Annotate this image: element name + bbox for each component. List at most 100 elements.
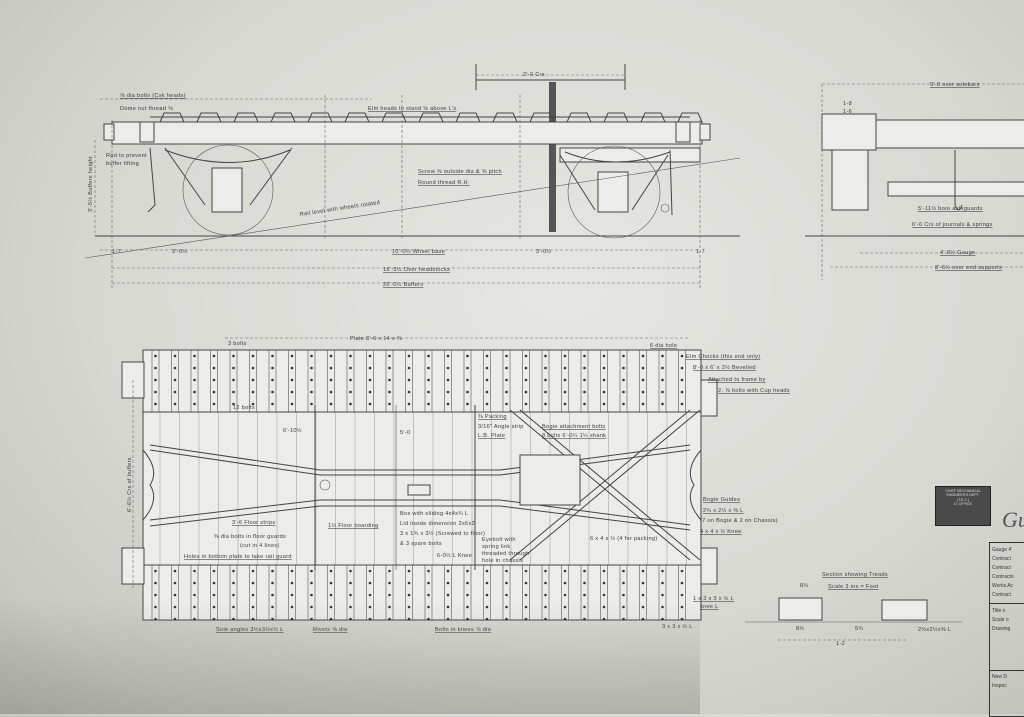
diagonal-brace [149, 444, 691, 476]
tb-gauge: Gauge 4' [992, 547, 1013, 553]
rivet [641, 354, 645, 358]
rivet [193, 569, 196, 573]
rivet [583, 617, 586, 621]
rivet [232, 354, 235, 358]
rivet [641, 617, 645, 621]
dim-a: 1-8 [843, 101, 852, 107]
rivet [602, 378, 606, 382]
rivet [466, 354, 469, 358]
rivet [563, 354, 567, 358]
rivet [446, 569, 450, 573]
rivet [602, 581, 606, 585]
rivet [661, 366, 664, 370]
rivet [251, 390, 255, 394]
rivet [622, 366, 625, 370]
label-hole: 6 dia hole [650, 343, 677, 349]
rivet [232, 569, 235, 573]
rivet [446, 605, 450, 609]
rivet [368, 402, 372, 406]
rivet [232, 402, 235, 406]
rivet [466, 617, 469, 621]
rivet [368, 617, 372, 621]
tread-section [881, 599, 928, 621]
rivet [602, 366, 606, 370]
rivet [446, 593, 450, 597]
rivet [349, 569, 352, 573]
rivet [505, 402, 508, 406]
rivet [544, 378, 547, 382]
label-eyebolt-3: threaded through [482, 551, 529, 557]
label-packing-2: 3/16" Angle strip [478, 424, 524, 430]
rivet [661, 354, 664, 358]
rivet [310, 605, 313, 609]
rivet [212, 354, 216, 358]
rivet [446, 402, 450, 406]
rivet [583, 354, 586, 358]
hole-6-dia [319, 479, 331, 491]
rivet [583, 569, 586, 573]
rivet [446, 581, 450, 585]
tool-box [407, 484, 431, 496]
rivet [407, 617, 411, 621]
rivet [154, 593, 157, 597]
rivet [310, 366, 313, 370]
solebar [111, 121, 703, 145]
label-box-2: Lid inside dimension 2x6x2 [400, 521, 475, 527]
rivet [505, 390, 508, 394]
rivet [583, 366, 586, 370]
rivet [388, 402, 391, 406]
stamp-line: D. OFFICE [954, 502, 972, 507]
tb-contractor: Contracto [992, 574, 1014, 580]
rivet [388, 390, 391, 394]
rivet [290, 402, 294, 406]
rivet [251, 593, 255, 597]
rivet [427, 402, 430, 406]
rivet [680, 617, 684, 621]
rivet [407, 354, 411, 358]
rivet [251, 605, 255, 609]
label-elm-heads: Elm heads to stand ⅝ above L's [368, 106, 456, 112]
brake-screw-shaft [549, 82, 556, 232]
buffer-plan [700, 379, 718, 417]
plan-view: Plate 8'-6 x 14 x ⅜ 6 dia hole Elm Chock… [121, 336, 790, 633]
rivet [602, 569, 606, 573]
rivet [349, 617, 352, 621]
rivet [680, 354, 684, 358]
rivet [466, 569, 469, 573]
floor-cleat [381, 112, 407, 123]
rivet [368, 569, 372, 573]
rivet [427, 390, 430, 394]
rivet [154, 569, 157, 573]
rivet [407, 593, 411, 597]
rivet [583, 390, 586, 394]
rivet [290, 593, 294, 597]
tb-contract: Contract [992, 556, 1011, 562]
rivet [485, 605, 489, 609]
rivet [154, 605, 157, 609]
section-dim-bl: 8¾ [796, 626, 804, 632]
rivet [271, 366, 274, 370]
rivet [388, 366, 391, 370]
rivet [602, 390, 606, 394]
rivet [388, 354, 391, 358]
rivet [544, 569, 547, 573]
rivet [290, 390, 294, 394]
rivet [310, 593, 313, 597]
rivet [583, 605, 586, 609]
rivet [388, 593, 391, 597]
rivet [212, 378, 216, 382]
rivet [446, 617, 450, 621]
section-dim-total: 1-2 [836, 641, 845, 647]
rivet [661, 390, 664, 394]
label-packing-note: 6 x 4 x ½ (4 for packing) [590, 535, 658, 542]
label-elm-4: 2. ⅞ bolts with Cup heads [718, 388, 790, 394]
label-gauge: 4'-8½ Gauge [940, 249, 975, 256]
rivet [427, 581, 430, 585]
tb-drawing: Drawing [992, 626, 1011, 632]
rivet [232, 617, 235, 621]
rivet [173, 354, 177, 358]
rivet [154, 581, 157, 585]
rivet [271, 390, 274, 394]
rivet [622, 581, 625, 585]
rivet [505, 617, 508, 621]
